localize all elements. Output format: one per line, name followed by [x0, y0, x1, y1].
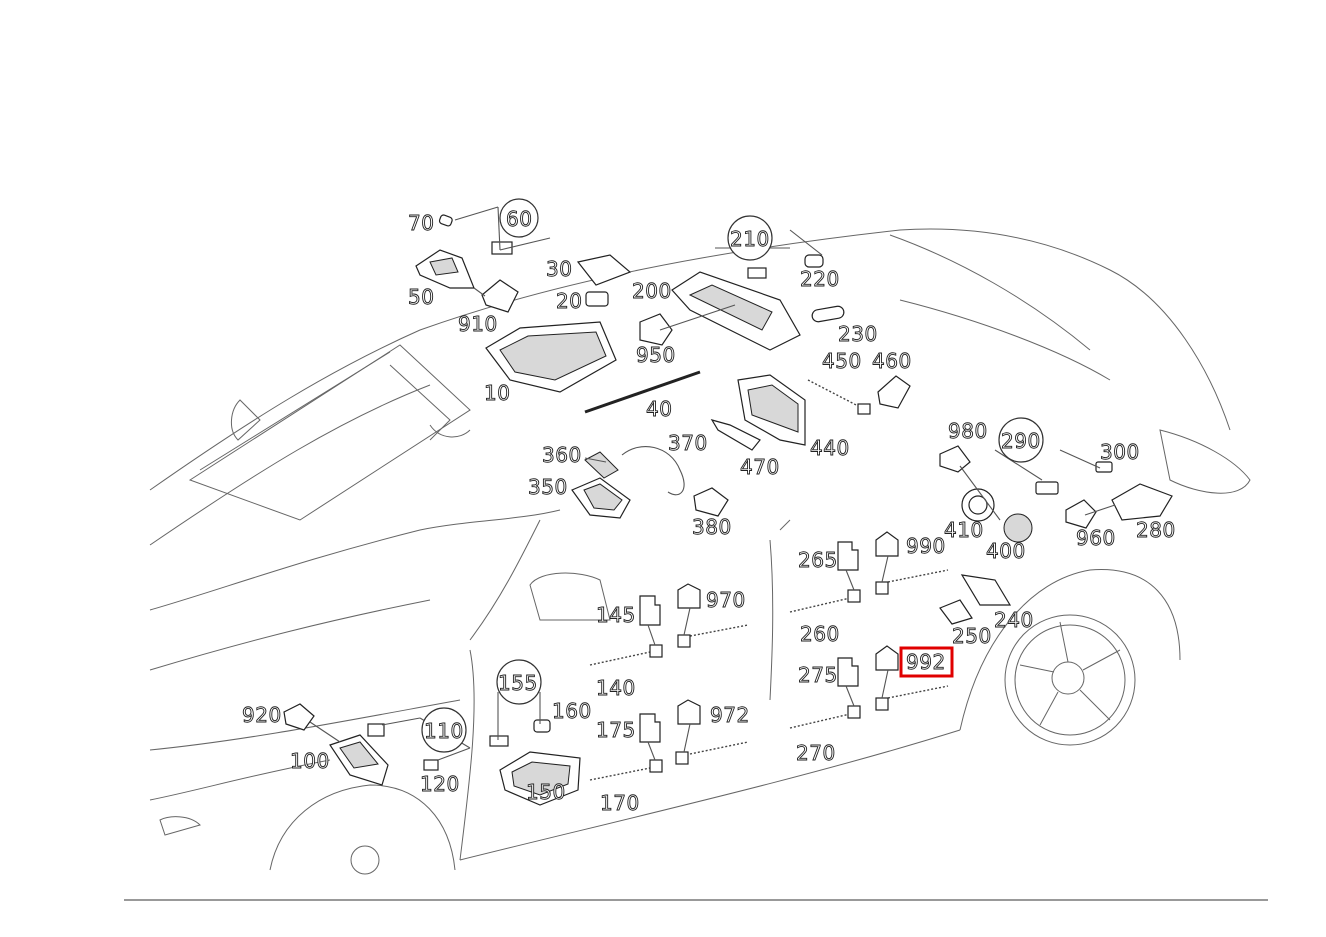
- callout-20[interactable]: 20: [556, 289, 583, 314]
- callout-440[interactable]: 440: [810, 436, 850, 461]
- callout-145[interactable]: 145: [596, 603, 636, 628]
- group-circles: [421, 198, 1044, 753]
- callout-175[interactable]: 175: [596, 718, 636, 743]
- callout-960[interactable]: 960: [1076, 526, 1116, 551]
- callout-470[interactable]: 470: [740, 455, 780, 480]
- callout-410[interactable]: 410: [944, 518, 984, 543]
- callout-265[interactable]: 265: [798, 548, 838, 573]
- callout-260[interactable]: 260: [800, 622, 840, 647]
- callout-460[interactable]: 460: [872, 349, 912, 374]
- callout-400[interactable]: 400: [986, 539, 1026, 564]
- callout-100[interactable]: 100: [290, 749, 330, 774]
- callout-360[interactable]: 360: [542, 443, 582, 468]
- callout-140[interactable]: 140: [596, 676, 636, 701]
- callout-990[interactable]: 990: [906, 534, 946, 559]
- callout-380[interactable]: 380: [692, 515, 732, 540]
- callout-230[interactable]: 230: [838, 322, 878, 347]
- circle-60: [499, 198, 539, 238]
- callout-280[interactable]: 280: [1136, 518, 1176, 543]
- callout-160[interactable]: 160: [552, 699, 592, 724]
- callout-150[interactable]: 150: [526, 780, 566, 805]
- callout-450[interactable]: 450: [822, 349, 862, 374]
- callout-920[interactable]: 920: [242, 703, 282, 728]
- callout-992[interactable]: 992: [906, 650, 946, 675]
- circle-290: [998, 417, 1044, 463]
- callout-50[interactable]: 50: [408, 285, 435, 310]
- callout-275[interactable]: 275: [798, 663, 838, 688]
- callout-10[interactable]: 10: [484, 381, 511, 406]
- callout-210[interactable]: 210: [730, 227, 770, 252]
- callout-240[interactable]: 240: [994, 608, 1034, 633]
- leader-lines: [309, 206, 1116, 761]
- callout-labels: 70 60 50 910 30 20 210 220 200 230 950 1…: [242, 207, 1176, 816]
- callout-370[interactable]: 370: [668, 431, 708, 456]
- callout-70[interactable]: 70: [408, 211, 435, 236]
- callout-155[interactable]: 155: [498, 671, 538, 696]
- callout-30[interactable]: 30: [546, 257, 573, 282]
- callout-972[interactable]: 972: [710, 703, 750, 728]
- circle-110: [421, 707, 467, 753]
- callout-220[interactable]: 220: [800, 267, 840, 292]
- callout-170[interactable]: 170: [600, 791, 640, 816]
- callout-200[interactable]: 200: [632, 279, 672, 304]
- callout-950[interactable]: 950: [636, 343, 676, 368]
- callout-250[interactable]: 250: [952, 624, 992, 649]
- circle-210: [727, 215, 773, 261]
- car-outline: [149, 228, 1251, 875]
- highlight-box-992: [899, 646, 954, 678]
- callout-980[interactable]: 980: [948, 419, 988, 444]
- callout-350[interactable]: 350: [528, 475, 568, 500]
- callout-110[interactable]: 110: [424, 719, 464, 744]
- callout-40[interactable]: 40: [646, 397, 673, 422]
- callout-910[interactable]: 910: [458, 312, 498, 337]
- circle-155: [496, 659, 542, 705]
- callout-970[interactable]: 970: [706, 588, 746, 613]
- callout-60[interactable]: 60: [506, 207, 533, 232]
- callout-300[interactable]: 300: [1100, 440, 1140, 465]
- callout-290[interactable]: 290: [1001, 429, 1041, 454]
- callout-120[interactable]: 120: [420, 772, 460, 797]
- part-drawings: [283, 214, 1173, 806]
- door-harnesses: [589, 531, 949, 781]
- callout-270[interactable]: 270: [796, 741, 836, 766]
